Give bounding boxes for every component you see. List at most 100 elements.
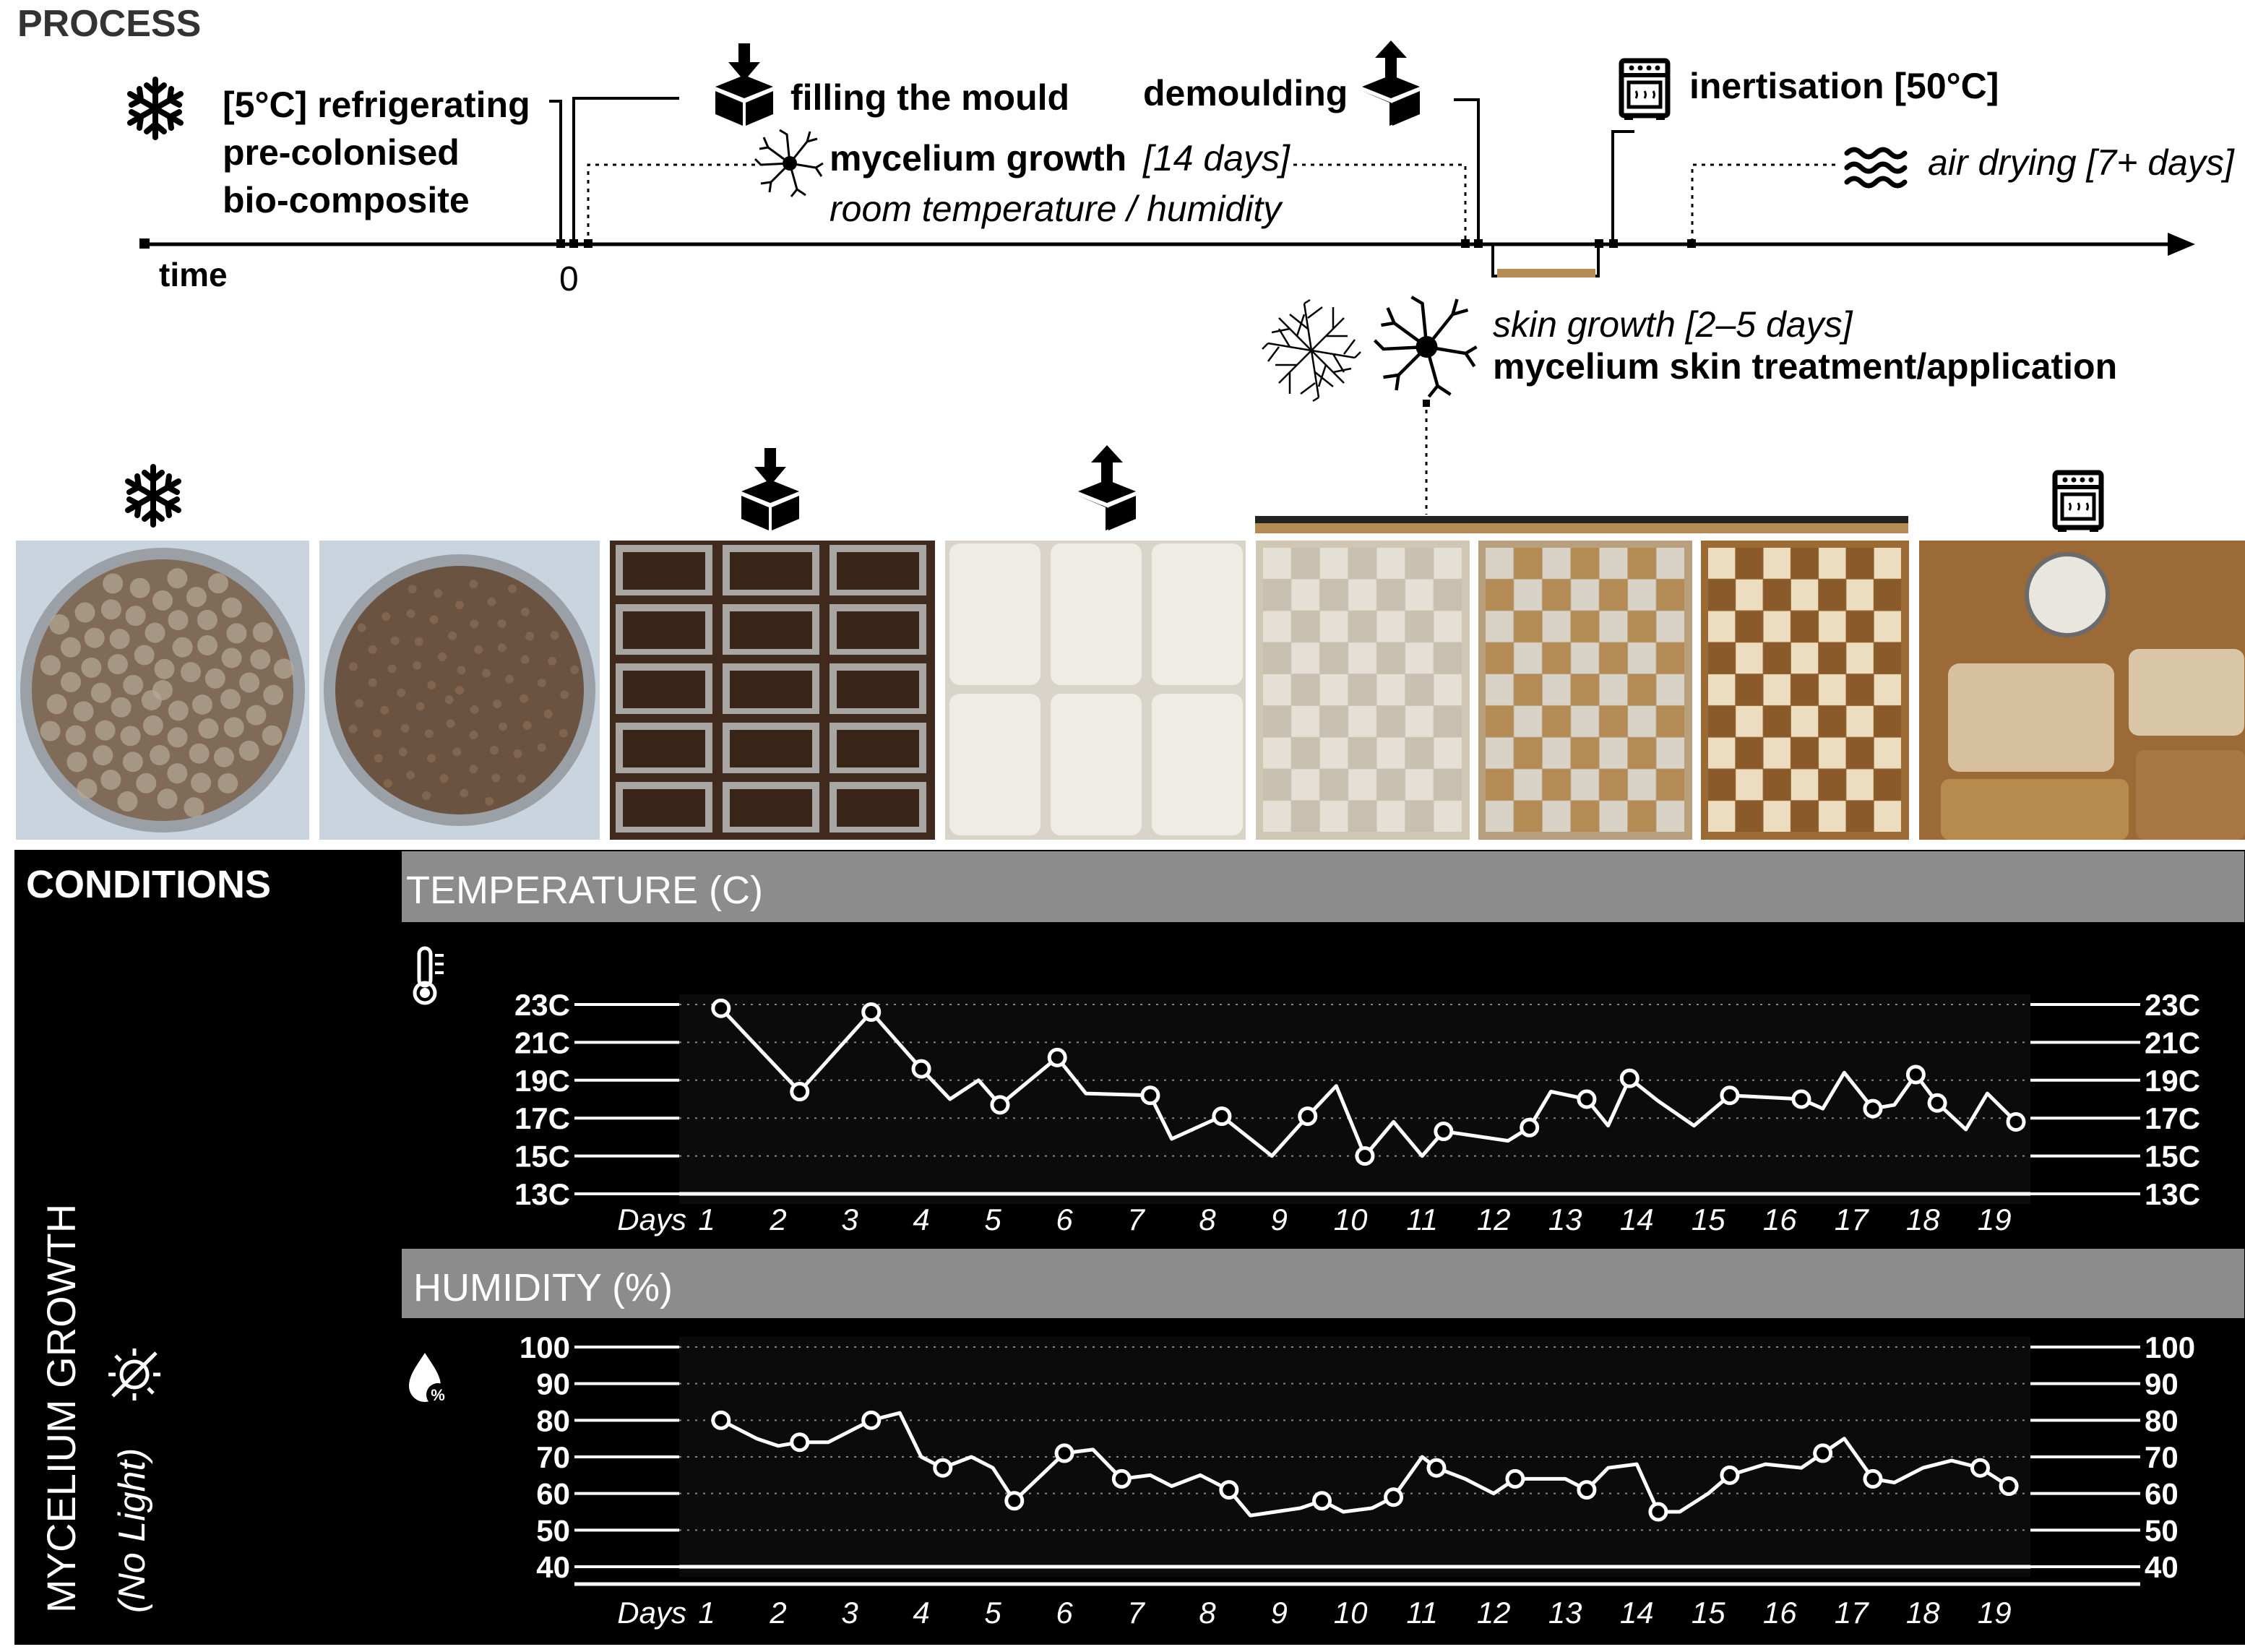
x-tick-label: 3 [841,1203,858,1236]
data-point [1298,1106,1318,1127]
data-point [1905,1064,1926,1085]
y-tick-label-right: 50 [2145,1513,2179,1547]
step-skin-treatment: mycelium skin treatment/application [1493,346,2117,387]
x-tick-label: 13 [1548,1203,1582,1236]
x-tick-label: 19 [1978,1596,2012,1630]
mycelium-growth-label: MYCELIUM GROWTH [38,1204,84,1613]
y-tick-label-right: 70 [2145,1440,2179,1474]
x-tick-label: 7 [1127,1203,1145,1236]
x-tick-label: 18 [1906,1203,1940,1236]
x-tick-label: 4 [913,1203,929,1236]
data-point [1047,1047,1067,1067]
step-inertisation: inertisation [50°C] [1689,66,1999,106]
y-tick-label-left: 100 [520,1330,570,1364]
y-tick-label-right: 90 [2145,1367,2179,1401]
step-growth-days: [14 days] [1142,138,1290,178]
step-refrigerate-line3: bio-composite [223,180,470,220]
y-tick-label-left: 15C [514,1140,570,1174]
skin-phase-bar-brown [1255,523,1908,533]
y-tick-label-right: 80 [2145,1403,2179,1437]
data-point [1720,1465,1740,1485]
data-point [1004,1491,1025,1511]
data-point [1577,1480,1597,1500]
data-point [1863,1098,1883,1119]
data-point [711,1410,731,1430]
data-point [1927,1093,1947,1113]
y-tick-label-left: 60 [536,1477,570,1511]
x-tick-label: 9 [1270,1203,1287,1236]
photo-filled-moulds [610,541,935,840]
step-refrigerate-line2: pre-colonised [223,132,460,173]
data-point [1212,1106,1232,1127]
data-point [1648,1502,1668,1522]
x-tick-label: 10 [1334,1596,1368,1630]
x-tick-label: 1 [698,1203,715,1236]
photo-skin-panel-3 [1701,541,1909,840]
data-point [790,1432,810,1453]
y-tick-label-right: 23C [2145,988,2200,1022]
step-skin-growth: skin growth [2–5 days] [1493,304,1853,345]
photo-refrigerated-composite [16,541,309,840]
x-tick-label: 4 [913,1596,929,1630]
y-tick-label-left: 90 [536,1367,570,1401]
y-tick-label-right: 100 [2145,1330,2195,1364]
y-tick-label-right: 19C [2145,1064,2200,1098]
x-tick-label: 8 [1199,1203,1216,1236]
y-tick-label-left: 19C [514,1064,570,1098]
x-tick-label: 5 [984,1203,1001,1236]
step-demoulding: demoulding [1143,73,1348,113]
x-tick-label: 13 [1548,1596,1582,1630]
x-tick-label: 14 [1620,1203,1654,1236]
data-point [911,1059,931,1079]
oven-icon [1621,61,1668,120]
y-tick-label-left: 13C [514,1177,570,1211]
photo-oven-drying [1919,541,2245,840]
temperature-header-bar [402,851,2244,922]
x-tick-label: 17 [1835,1596,1869,1630]
y-tick-label-left: 50 [536,1513,570,1547]
conditions-heading: CONDITIONS [26,863,271,906]
data-point [1111,1468,1132,1489]
x-tick-label: 14 [1620,1596,1654,1630]
x-tick-label: 12 [1477,1596,1511,1630]
y-tick-label-right: 17C [2145,1101,2200,1135]
y-tick-label-right: 13C [2145,1177,2200,1211]
photo-broken-composite [319,541,600,840]
data-point [1791,1089,1811,1109]
time-label: time [159,256,228,293]
mycelium-icon [754,129,824,198]
photo-snowflake-icon [128,467,178,525]
y-tick-label-right: 40 [2145,1550,2179,1584]
x-tick-label: 2 [769,1596,786,1630]
x-tick-label: 8 [1199,1596,1216,1630]
box-up-icon [1362,40,1420,126]
data-point [1619,1068,1639,1088]
no-light-label: (No Light) [111,1448,153,1613]
skin-phase-bar-dark [1255,516,1908,523]
process-heading: PROCESS [17,3,201,45]
x-tick-label: 16 [1763,1596,1797,1630]
data-point [1577,1089,1597,1109]
timeline-connectors [549,97,1835,515]
data-point [990,1095,1010,1115]
wind-icon [1847,150,1905,186]
step-refrigerate-line1: [5°C] refrigerating [223,85,530,125]
timeline-axis [139,233,2195,256]
data-point [1520,1117,1540,1137]
skin-mycelium-branch-icon [1375,297,1477,397]
data-point [861,1002,882,1022]
x-tick-label: 19 [1978,1203,2012,1236]
data-point [1970,1458,1990,1478]
x-tick-label: 15 [1692,1203,1725,1236]
photo-oven-icon [2055,473,2101,532]
x-tick-label: 6 [1056,1203,1073,1236]
step-air-drying: air drying [7+ days] [1928,142,2235,183]
skin-treatment-bar [1497,269,1595,278]
time-zero-label: 0 [559,260,579,298]
step-growth-sub: room temperature / humidity [830,189,1283,229]
data-point [1434,1122,1454,1142]
